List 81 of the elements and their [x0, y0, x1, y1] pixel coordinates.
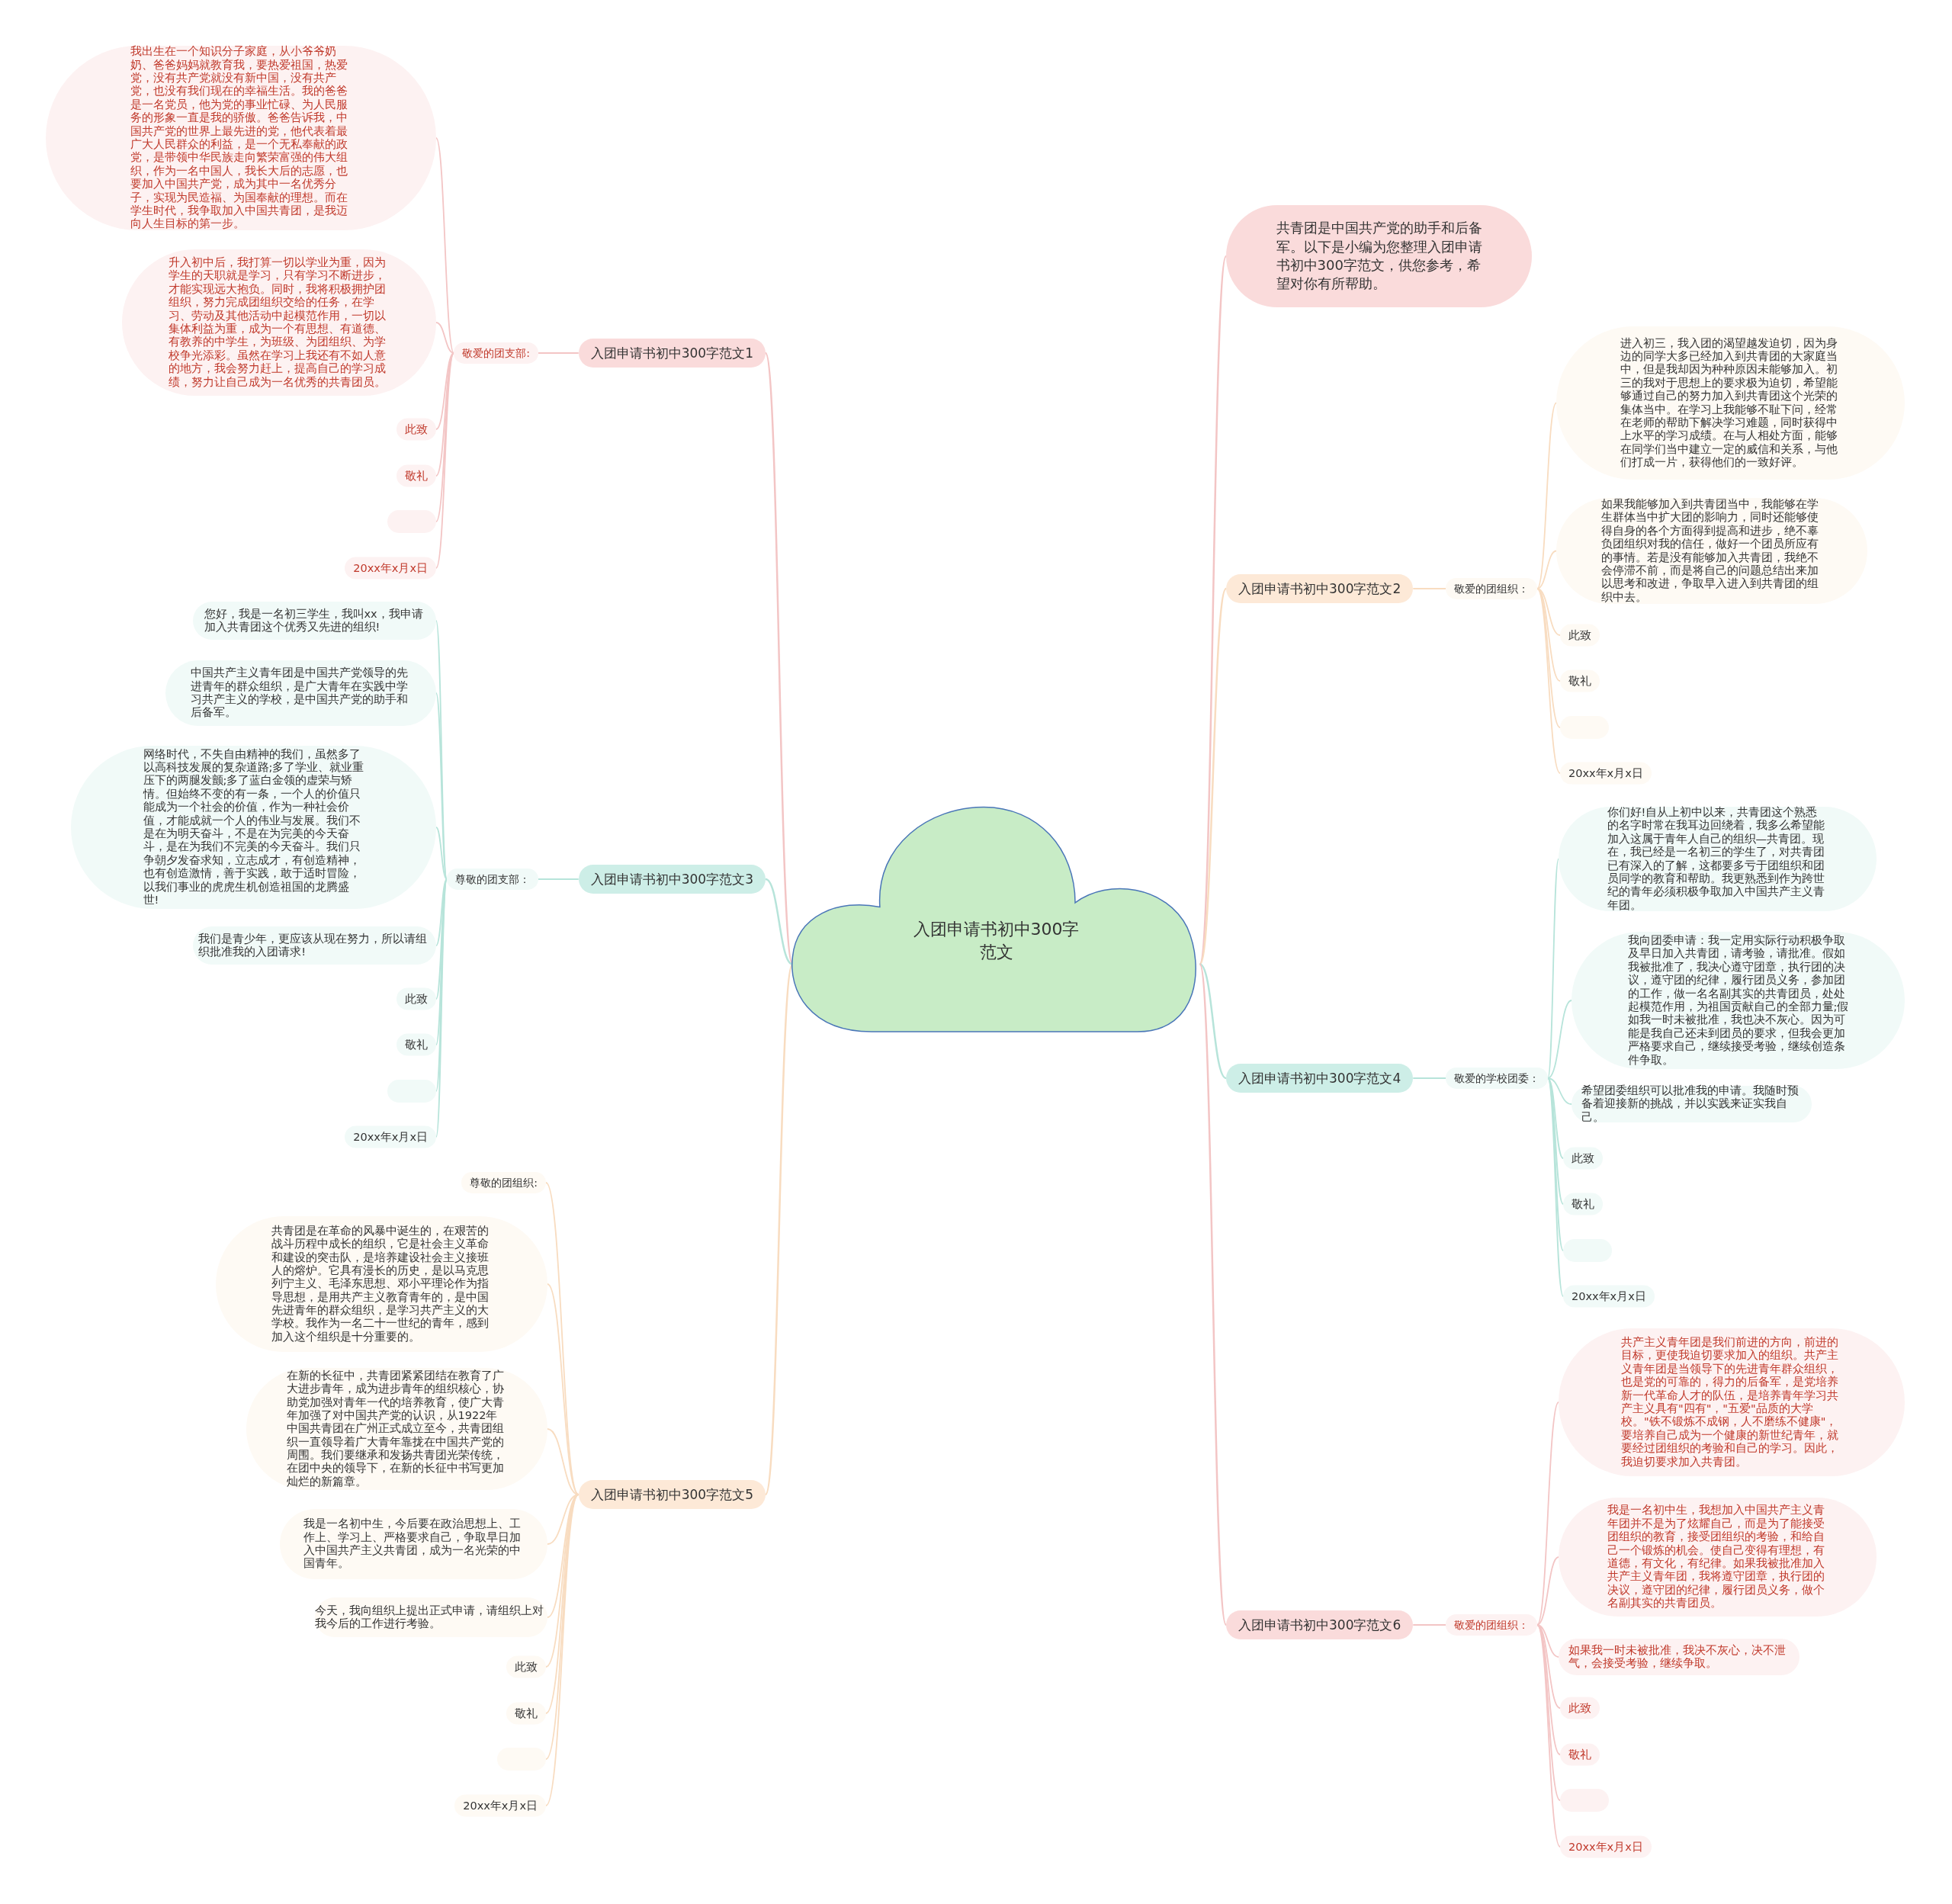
text-bubble: 您好，我是一名初三学生，我叫xx，我申请加入共青团这个优秀又先进的组织! — [193, 602, 436, 640]
connector-line — [1547, 1000, 1572, 1079]
salutation-label: 敬爱的学校团委： — [1446, 1067, 1548, 1090]
text-bubble: 升入初中后，我打算一切以学业为重，因为学生的天职就是学习，只有学习不断进步，才能实现远大抱负。同时，我将积极拥护团组织，努力完成团组织交给的任务，在学习、劳动及其他活动中起模范作用，一切以集体利益为重，成为一个有思想、有道德、有教养的中学生，为班级、为团组织、为学校争光添彩。虽然在学习上我还有不如人意的地方，我会努力赶上，提高自己的学习成绩，努力让自己成为一名优秀的共青团员。 — [122, 249, 436, 396]
connector-line — [538, 352, 580, 354]
connector-line — [545, 1182, 580, 1495]
connector-line — [1199, 964, 1228, 1626]
connector-line — [435, 322, 455, 354]
text-bubble: 共青团是在革命的风暴中诞生的，在艰苦的战斗历程中成长的组织，它是社会主义革命和建设的突击队，是培养建设社会主义接班人的熔炉。它具有漫长的历史，是以马克思列宁主义、毛泽东思想、邓小平理论作为指导思想，是用共产主义教育青年的，是中国先进青年的群众组织，是学习共产主义的大学校。我作为一名二十一世纪的青年，感到加入这个组织是十分重要的。 — [216, 1216, 547, 1352]
connector-line — [1536, 1556, 1559, 1626]
leaf-label: 20xx年x月x日 — [345, 557, 436, 580]
leaf-label: 此致 — [1560, 1697, 1600, 1719]
connector-line — [1536, 1624, 1561, 1801]
connector-line — [1199, 963, 1227, 1079]
blank-leaf-pill — [1560, 1789, 1609, 1812]
salutation-label: 尊敬的团组织: — [461, 1171, 546, 1194]
leaf-label: 敬礼 — [1563, 1193, 1603, 1215]
branch-topic: 入团申请书初中300字范文1 — [578, 338, 766, 368]
branch-topic: 入团申请书初中300字范文3 — [578, 864, 766, 894]
connector-line — [1412, 588, 1446, 589]
leaf-label: 敬礼 — [396, 1033, 436, 1056]
text-bubble: 我们是青少年，更应该从现在努力，所以请组织批准我的入团请求! — [193, 926, 436, 965]
connector-line — [435, 137, 455, 354]
connector-line — [435, 878, 448, 946]
blank-leaf-pill — [1563, 1239, 1612, 1262]
connector-line — [1199, 255, 1228, 965]
connector-line — [1536, 1624, 1561, 1848]
connector-line — [1547, 1077, 1564, 1159]
connector-line — [1536, 550, 1557, 589]
connector-line — [1547, 858, 1559, 1079]
branch-topic: 入团申请书初中300字范文6 — [1226, 1610, 1414, 1640]
salutation-label: 敬爱的团组织： — [1446, 577, 1537, 600]
text-bubble: 网络时代，不失自由精神的我们，虽然多了以高科技发展的复杂道路;多了学业、就业重压下的两腿发颤;多了蓝白金领的虚荣与矫情。但始终不变的有一条，一个人的价值只能成为一个社会的价值，作为一种社会价值，才能成就一个人的伟业与发展。我们不是在为明天奋斗，不是在为完美的今天奋斗，是在为我们不完美的今天奋斗。我们只争朝夕发奋求知，立志成才，有创造精神，也有创造激情，善于实践，敢于适时冒险，以我们事业的虎虎生机创造祖国的龙腾盛世! — [71, 746, 436, 909]
branch-topic: 入团申请书初中300字范文5 — [578, 1479, 766, 1510]
salutation-label: 敬爱的团支部: — [454, 342, 538, 364]
leaf-label: 敬礼 — [396, 464, 436, 487]
blank-leaf-pill — [497, 1748, 546, 1771]
text-bubble: 如果我能够加入到共青团当中，我能够在学生群体当中扩大团的影响力，同时还能够使得自身的各个方面得到提高和进步，绝不辜负团组织对我的信任，做好一个团员所应有的事情。若是没有能够加入共青团，我绝不会停滞不前，而是将自己的问题总结出来加以思考和改进，争取早入进入到共青团的组织中去。 — [1556, 498, 1867, 604]
text-bubble: 你们好!自从上初中以来，共青团这个熟悉的名字时常在我耳边回绕着，我多么希望能加入这属于青年人自己的组织—共青团。现在，我已经是一名初三的学生了，对共青团已有深入的了解，这都要多亏于团组织和团员同学的教育和帮助。我更熟悉到作为跨世纪的青年必须积极争取加入中国共产主义青年团。 — [1559, 807, 1877, 911]
leaf-label: 20xx年x月x日 — [1563, 1285, 1655, 1308]
blank-leaf-pill — [387, 1080, 436, 1103]
leaf-label: 敬礼 — [1560, 669, 1600, 692]
leaf-label: 20xx年x月x日 — [1560, 762, 1652, 785]
text-bubble: 我向团委申请：我一定用实际行动积极争取及早日加入共青团，请考验，请批准。假如我被批准了，我决心遵守团章，执行团的决议，遵守团的纪律，履行团员义务，参加团的工作，做一名名副其实的共青团员，处处起模范作用，为祖国贡献自己的全部力量;假如我一时未被批准，我也决不灰心。因为可能是我自己还未到团员的要求，但我会更加严格要求自己，继续接受考验，继续创造条件争取。 — [1572, 932, 1905, 1069]
connector-line — [1199, 588, 1228, 965]
salutation-label: 尊敬的团支部： — [447, 868, 538, 891]
leaf-label: 此致 — [1563, 1147, 1603, 1170]
leaf-label: 20xx年x月x日 — [345, 1125, 436, 1148]
text-bubble: 如果我一时未被批准，我决不灰心，决不泄气，会接受考验，继续争取。 — [1559, 1639, 1800, 1675]
connector-line — [435, 692, 448, 880]
branch-topic: 入团申请书初中300字范文2 — [1226, 573, 1414, 604]
leaf-label: 此致 — [1560, 624, 1600, 647]
text-bubble: 我出生在一个知识分子家庭，从小爷爷奶奶、爸爸妈妈就教育我，要热爱祖国，热爱党，没有共产党就没有新中国，没有共产党，也没有我们现在的幸福生活。我的爸爸是一名党员，他为党的事业忙碌、为人民服务的形象一直是我的骄傲。爸爸告诉我，中国共产党的世界上最先进的党，他代表着最广大人民群众的利益，是一个无私奉献的政党，是带领中华民族走向繁荣富强的伟大组织，作为一名中国人，我长大后的志愿，也要加入中国共产党，成为其中一名优秀分子，实现为民造福、为国奉献的理想。而在学生时代，我争取加入中国共青团，是我迈向人生目标的第一步。 — [46, 46, 436, 230]
text-bubble: 我是一名初中生，我想加入中国共产主义青年团并不是为了炫耀自己，而是为了能接受团组织的教育，接受团组织的考验，和给自己一个锻炼的机会。使自己变得有理想，有道德，有文化，有纪律。如果我被批准加入共产主义青年团，我将遵守团章，执行团的决议，遵守团的纪律，履行团员义务，做个名副其实的共青团员。 — [1559, 1498, 1877, 1617]
text-bubble: 今天，我向组织上提出正式申请，请组织上对我今后的工作进行考验。 — [315, 1597, 547, 1637]
text-bubble: 在新的长征中，共青团紧紧团结在教育了广大进步青年，成为进步青年的组织核心，协助党加强对青年一代的培养教育，使广大青年加强了对中国共产党的认识，从1922年中国共青团在广州正式成立至今，共青团组织一直领导着广大青年靠拢在中国共产党的周围。我们要继承和发扬共青团光荣传统，在团中央的领导下，在新的长征中书写更加灿烂的新篇章。 — [246, 1368, 547, 1490]
salutation-label: 敬爱的团组织： — [1446, 1613, 1537, 1636]
text-bubble: 中国共产主义青年团是中国共产党领导的先进青年的群众组织，是广大青年在实践中学习共产主义的学校，是中国共产党的助手和后备军。 — [165, 660, 436, 726]
leaf-label: 20xx年x月x日 — [454, 1794, 546, 1817]
blank-leaf-pill — [1560, 716, 1609, 739]
branch-topic: 入团申请书初中300字范文4 — [1226, 1063, 1414, 1093]
connector-line — [1412, 1624, 1446, 1626]
intro-bubble: 共青团是中国共产党的助手和后备军。以下是小编为您整理入团申请书初中300字范文，供您参考，希望对你有所帮助。 — [1226, 205, 1532, 307]
connector-line — [1536, 1402, 1559, 1626]
connector-line — [1547, 1077, 1572, 1105]
leaf-label: 此致 — [396, 987, 436, 1010]
leaf-label: 20xx年x月x日 — [1560, 1835, 1652, 1858]
blank-leaf-pill — [387, 510, 436, 533]
connector-line — [538, 878, 580, 880]
connector-line — [1536, 588, 1561, 774]
text-bubble: 共产主义青年团是我们前进的方向，前进的目标，更使我迫切要求加入的组织。共产主义青年团是当领导下的先进青年群众组织，也是党的可靠的，得力的后备军，是党培养新一代革命人才的队伍，是培养青年学习共产主义具有"四有"，"五爱"品质的大学校。"铁不锻炼不成钢，人不磨练不健康"，要培养自己成为一个健康的新世纪青年，就要经过团组织的考验和自己的学习。因此，我迫切要求加入共青团。 — [1559, 1328, 1905, 1476]
connector-line — [1536, 402, 1557, 589]
connector-line — [1412, 1077, 1446, 1079]
text-bubble: 希望团委组织可以批准我的申请。我随时预备着迎接新的挑战，并以实践来证实我自己。 — [1572, 1086, 1812, 1122]
text-bubble: 进入初三，我入团的渴望越发迫切，因为身边的同学大多已经加入到共青团的大家庭当中，但是我却因为种种原因未能够加入。初三的我对于思想上的要求极为迫切，希望能够通过自己的努力加入到共青团这个光荣的集体当中。在学习上我能够不耻下问，经常在老师的帮助下解决学习难题，同时获得中上水平的学习成绩。在与人相处方面，能够在同学们当中建立一定的威信和关系，与他们打成一片，获得他们的一致好评。 — [1556, 326, 1905, 480]
leaf-label: 此致 — [506, 1655, 546, 1678]
leaf-label: 敬礼 — [1560, 1743, 1600, 1766]
text-bubble: 我是一名初中生，今后要在政治思想上、工作上、学习上、严格要求自己，争取早日加入中国共产主义共青团，成为一名光荣的中国青年。 — [280, 1509, 547, 1579]
leaf-label: 此致 — [396, 418, 436, 441]
leaf-label: 敬礼 — [506, 1702, 546, 1725]
connector-line — [435, 827, 448, 880]
